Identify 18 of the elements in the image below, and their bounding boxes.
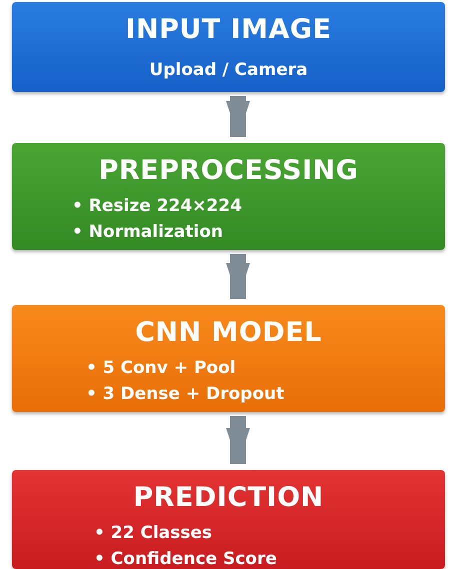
bullet-item: • 22 Classes (94, 523, 212, 543)
box-title: CNN MODEL (134, 317, 323, 348)
input-box (12, 2, 445, 92)
process-box (12, 143, 445, 250)
arrow (226, 416, 250, 464)
box-title: INPUT IMAGE (124, 14, 333, 45)
box-subtitle: Upload / Camera (148, 60, 309, 80)
arrow (226, 96, 250, 137)
bullet-item: • 5 Conv + Pool (86, 358, 236, 378)
bullet-item: • 3 Dense + Dropout (86, 384, 284, 404)
output-box (12, 470, 445, 569)
box-title: PREDICTION (132, 482, 325, 513)
bullet-item: • Normalization (72, 222, 224, 242)
arrow (226, 254, 250, 299)
bullet-item: • Resize 224×224 (72, 196, 242, 216)
box-title: PREPROCESSING (98, 155, 360, 186)
process-box (12, 305, 445, 412)
bullet-item: • Confidence Score (94, 549, 277, 569)
